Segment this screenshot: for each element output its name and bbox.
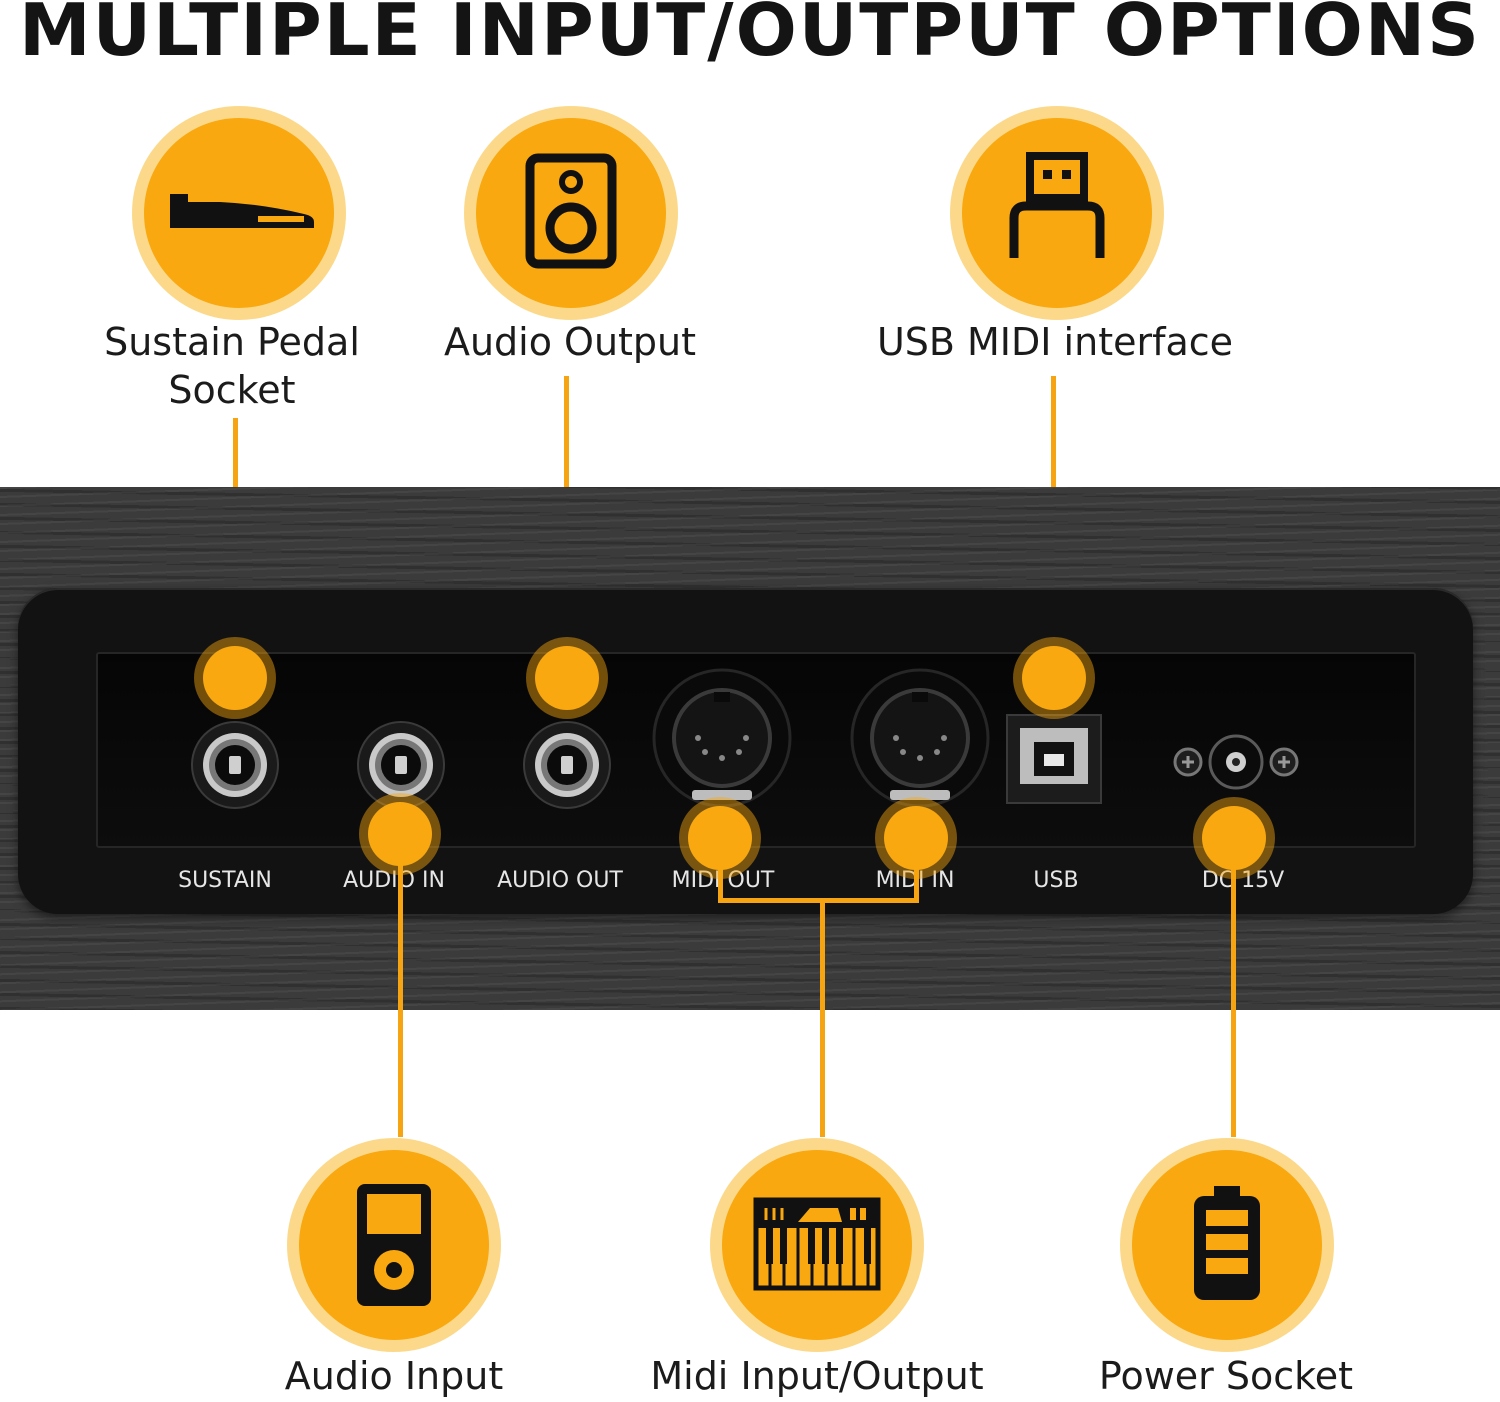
usb-port[interactable] — [1006, 714, 1102, 806]
midi-in-port[interactable] — [850, 668, 990, 808]
port-label-dc: DC 15V — [1201, 868, 1285, 893]
port-label-midi-out: MIDI OUT — [671, 868, 775, 893]
midi-io-label: Midi Input/Output — [650, 1354, 984, 1398]
sustain-jack[interactable] — [190, 720, 280, 810]
midi-in-highlight-dot — [884, 806, 948, 870]
music-player-icon — [299, 1150, 489, 1340]
audio-output-highlight-dot — [535, 646, 599, 710]
midi-out-connector-line — [718, 862, 723, 902]
speaker-icon — [476, 118, 666, 308]
audio-input-connector-line — [398, 862, 403, 1137]
usb-highlight-dot — [1022, 646, 1086, 710]
power-highlight-dot — [1202, 806, 1266, 870]
power-connector-line — [1231, 862, 1236, 1137]
midi-out-port[interactable] — [652, 668, 792, 808]
port-label-audio-in: AUDIO IN — [343, 868, 445, 893]
midi-out-highlight-dot — [688, 806, 752, 870]
audio-out-jack[interactable] — [522, 720, 612, 810]
port-label-audio-out: AUDIO OUT — [497, 868, 623, 893]
usb-midi-label: USB MIDI interface — [876, 320, 1234, 364]
sustain-label-line1: Sustain Pedal — [104, 320, 360, 364]
keyboard-synth-icon — [722, 1150, 912, 1340]
port-label-sustain: SUSTAIN — [178, 868, 272, 893]
sustain-label: Sustain Pedal Socket — [62, 318, 402, 414]
sustain-pedal-icon — [144, 118, 334, 308]
midi-connector-line — [820, 898, 825, 1137]
battery-icon — [1132, 1150, 1322, 1340]
sustain-label-line2: Socket — [168, 368, 296, 412]
audio-in-jack[interactable] — [356, 720, 446, 810]
usb-plug-icon — [962, 118, 1152, 308]
dc-power-jack[interactable] — [1168, 730, 1304, 794]
port-label-usb: USB — [1033, 868, 1079, 893]
midi-bracket-line — [718, 898, 919, 903]
power-socket-label: Power Socket — [1098, 1354, 1354, 1398]
midi-in-connector-line — [914, 862, 919, 902]
audio-input-label: Audio Input — [284, 1354, 504, 1398]
page-title: MULTIPLE INPUT/OUTPUT OPTIONS — [19, 0, 1481, 72]
audio-output-label: Audio Output — [443, 320, 697, 364]
sustain-highlight-dot — [203, 646, 267, 710]
audio-input-highlight-dot — [368, 802, 432, 866]
